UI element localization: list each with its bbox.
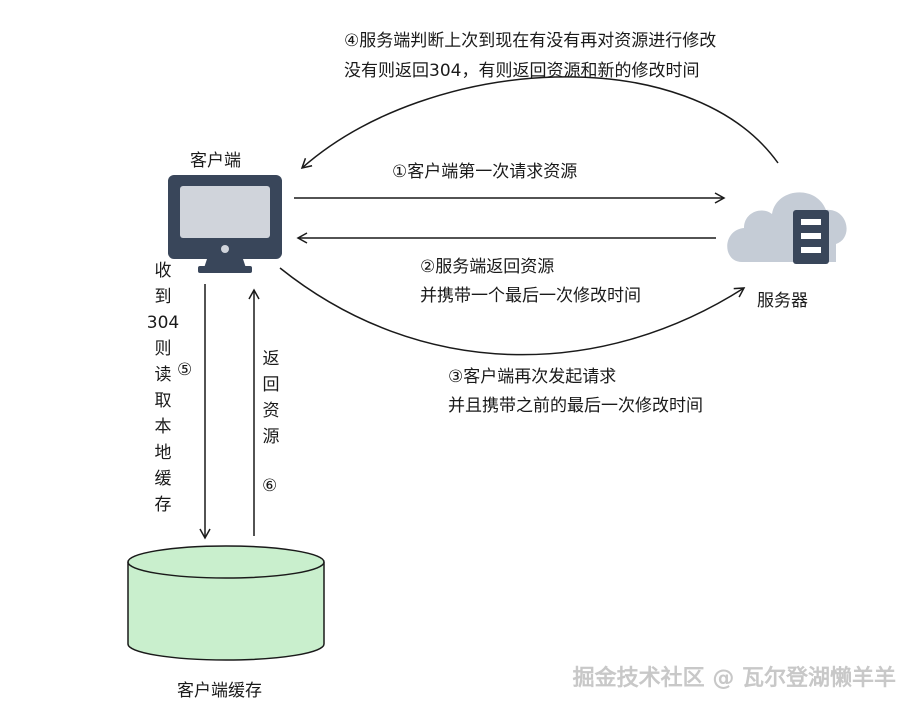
cloud-server-icon [727, 192, 847, 264]
arrow-step4-curve [300, 76, 779, 170]
arrow-step3-curve [279, 267, 746, 356]
database-cylinder-icon [127, 545, 325, 661]
step5-marker: ⑤ [177, 360, 193, 380]
client-label: 客户端 [190, 151, 241, 171]
step2-line2: 并携带一个最后一次修改时间 [420, 286, 641, 306]
step6-vertical-text: 返回资源 [262, 349, 280, 447]
monitor-icon [168, 175, 282, 273]
step4-line2: 没有则返回304，有则返回资源和新的修改时间 [344, 61, 700, 81]
step2-line1: ②服务端返回资源 [420, 257, 555, 277]
cache-label: 客户端缓存 [177, 681, 262, 701]
step1-label: ①客户端第一次请求资源 [392, 162, 578, 182]
step6-marker: ⑥ [262, 476, 278, 496]
step3-line1: ③客户端再次发起请求 [448, 367, 617, 387]
watermark: 掘金技术社区 @ 瓦尔登湖懒羊羊 [572, 666, 896, 691]
server-label: 服务器 [757, 291, 808, 311]
step4-line1: ④服务端判断上次到现在有没有再对资源进行修改 [344, 31, 717, 51]
step3-line2: 并且携带之前的最后一次修改时间 [448, 396, 703, 416]
